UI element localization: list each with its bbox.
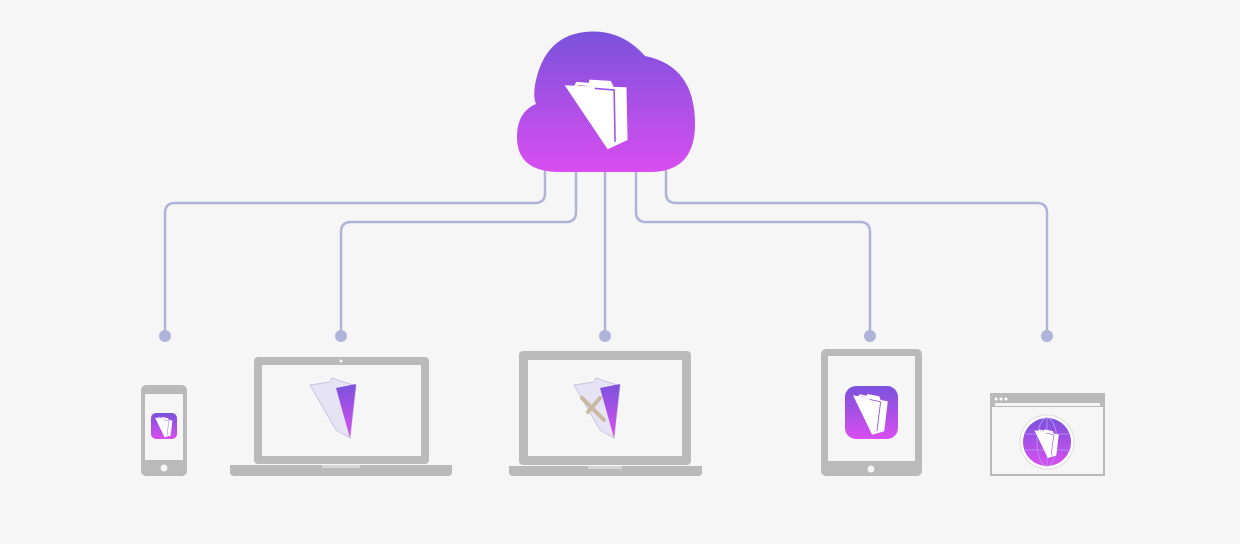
connector-phone [163,170,547,335]
dot-laptop [335,330,347,342]
dot-phone [159,330,171,342]
laptop-server-icon [509,351,702,476]
connector-tablet [634,170,872,335]
connector-browser [664,170,1049,335]
browser-webdirect-icon [990,393,1105,476]
connector-dots [159,330,1053,342]
cloud-folder-icon [517,31,695,172]
connector-laptop [339,170,578,335]
tablet-icon [821,349,922,476]
connectors [163,170,1049,335]
laptop-icon [230,357,452,476]
dot-browser [1041,330,1053,342]
dot-laptop-server [599,330,611,342]
dot-tablet [864,330,876,342]
phone-icon [141,385,187,476]
